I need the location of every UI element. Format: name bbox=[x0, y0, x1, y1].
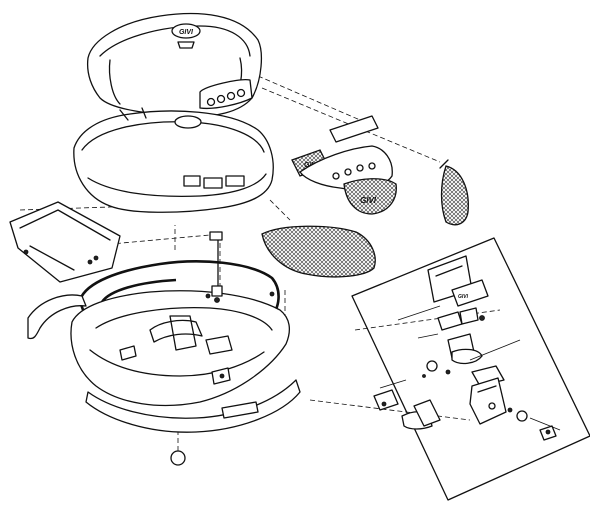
reflector-center-text: GIVI bbox=[360, 196, 377, 205]
side-rail bbox=[27, 294, 87, 340]
callout-circle bbox=[170, 450, 186, 466]
lid-badge bbox=[171, 23, 201, 39]
lock-detail-inset: GIVI bbox=[351, 237, 590, 501]
lid-shell: GIVI bbox=[86, 12, 263, 118]
hinge-hardware bbox=[87, 231, 275, 303]
upper-shell bbox=[73, 107, 274, 213]
inner-tray bbox=[9, 201, 121, 283]
base-bottom-rail bbox=[85, 379, 301, 433]
lid-badge-text: GIVI bbox=[179, 29, 194, 36]
bracket-label-text: GIVI bbox=[458, 294, 469, 300]
base-shell bbox=[70, 290, 291, 407]
reflector-strip: GIVI GIVI bbox=[291, 115, 469, 226]
center-reflector bbox=[261, 225, 376, 278]
